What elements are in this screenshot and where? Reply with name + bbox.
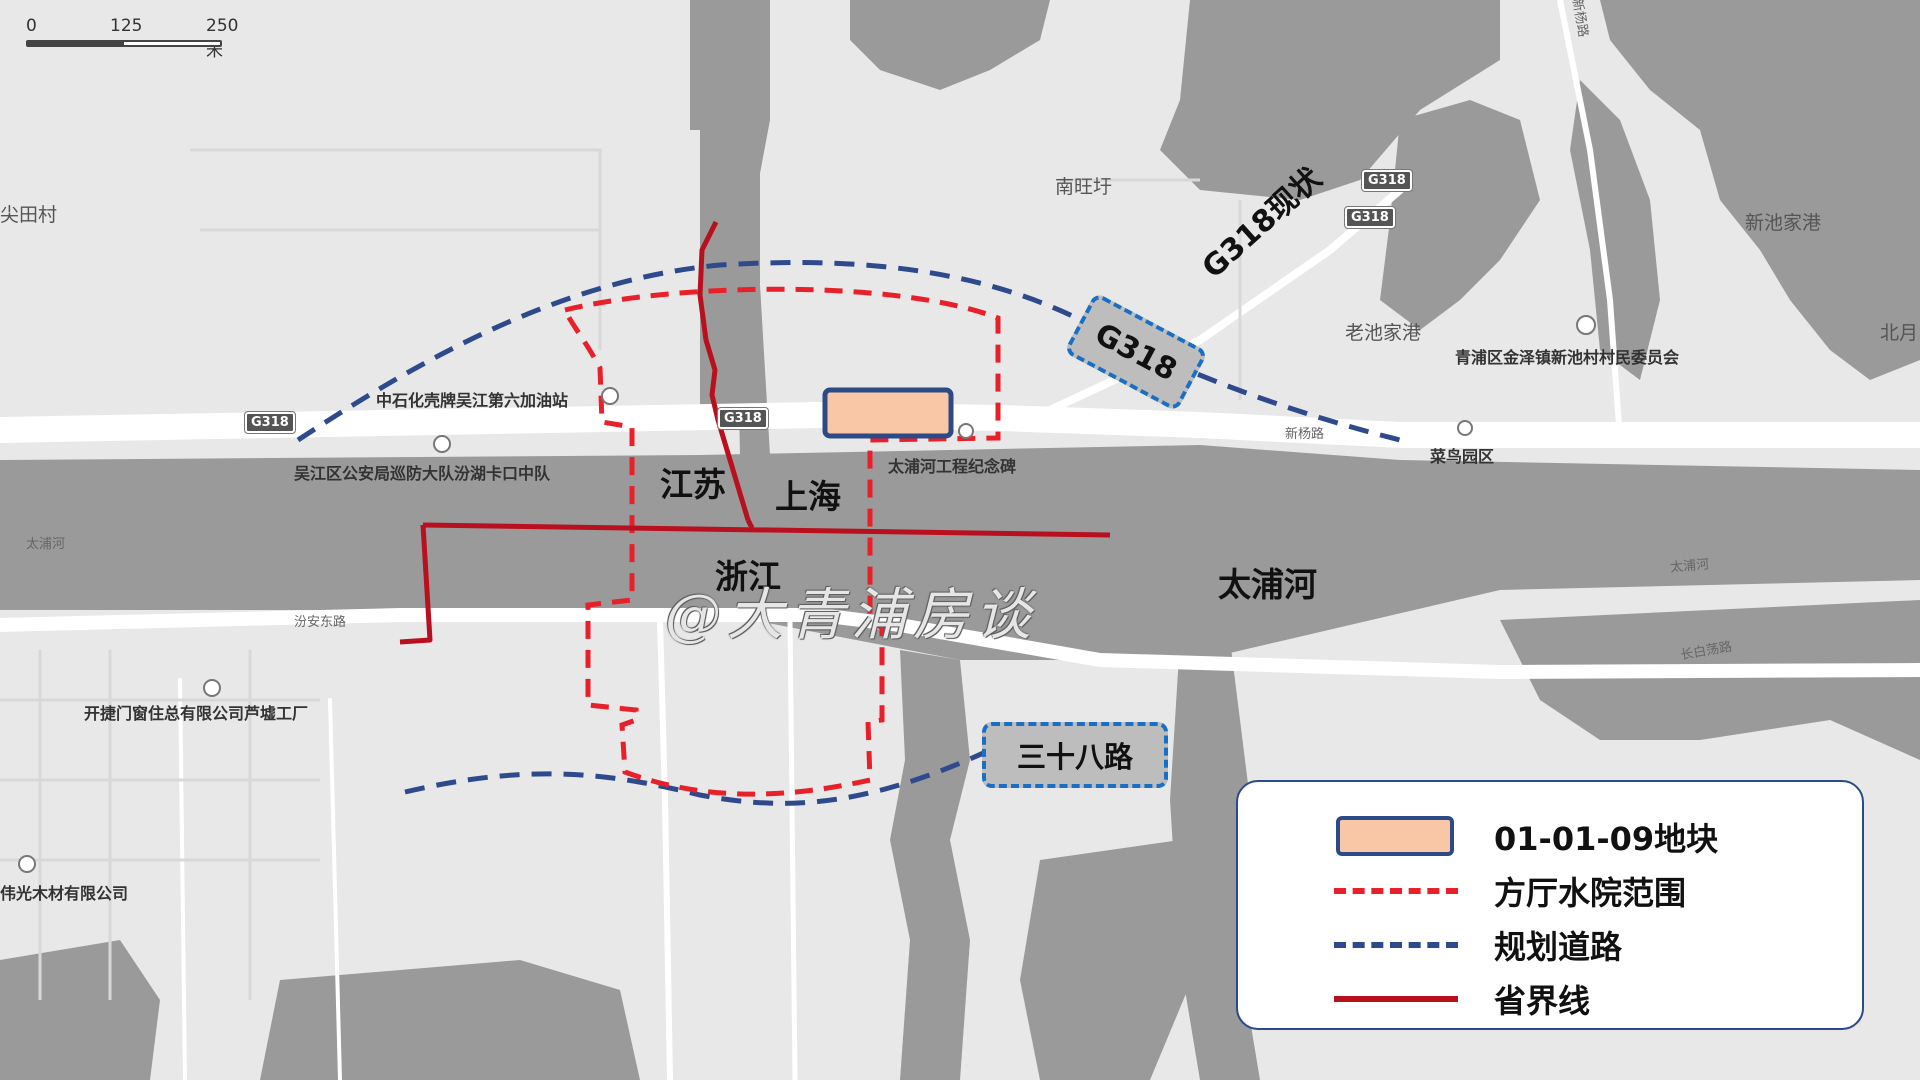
region-taipu-river: 太浦河: [1218, 565, 1317, 604]
shield-g318-center: G318: [717, 407, 769, 430]
border-jiangsu-shanghai: [697, 220, 751, 521]
parcel-01-01-09[interactable]: [822, 387, 954, 439]
legend-symbol-parcel: [1334, 812, 1458, 862]
legend-item-province-border: 省界线: [1334, 974, 1590, 1024]
shield-g318-west: G318: [244, 411, 296, 434]
label-memorial: 太浦河工程纪念碑: [888, 457, 1017, 476]
label-beiyue: 北月: [1880, 322, 1919, 344]
legend-label-scope: 方厅水院范围: [1494, 874, 1687, 912]
scale-bar-graphic: [26, 40, 222, 47]
legend-label-parcel: 01-01-09地块: [1494, 820, 1719, 858]
scale-label-0: 0: [26, 16, 37, 36]
callout-road-38: 三十八路: [982, 722, 1168, 788]
police-icon: [433, 435, 451, 453]
gas-station-icon: [601, 387, 619, 405]
border-west-east: [422, 522, 1111, 538]
planned-road-38: [404, 747, 992, 806]
planned-roads: [296, 260, 1401, 806]
legend-item-parcel: 01-01-09地块: [1334, 812, 1718, 862]
wood-company-icon: [18, 855, 36, 873]
label-kaijie-factory: 开捷门窗住总有限公司芦墟工厂: [84, 704, 309, 723]
legend-label-province-border: 省界线: [1494, 982, 1591, 1020]
planned-road-g318: [296, 260, 1401, 443]
label-taipu-river-west: 太浦河: [26, 537, 66, 552]
memorial-icon: [958, 423, 974, 439]
legend-label-planned-road: 规划道路: [1494, 928, 1623, 966]
scale-label-125: 125: [110, 16, 143, 36]
factory-icon: [203, 679, 221, 697]
label-xinyang-road-2: 新杨路: [1285, 427, 1325, 442]
region-jiangsu: 江苏: [660, 465, 726, 504]
province-border: [399, 220, 1111, 645]
region-zhejiang: 浙江: [715, 557, 781, 596]
caoniao-icon: [1457, 420, 1473, 436]
label-taipu-river-east: 太浦河: [1669, 557, 1710, 576]
shield-g318-ne-2: G318: [1344, 206, 1396, 229]
legend-symbol-planned-road: [1334, 920, 1458, 970]
shield-g318-ne-1: G318: [1361, 169, 1413, 192]
scale-label-250: 250 米: [206, 16, 239, 61]
village-committee-icon: [1576, 315, 1596, 335]
poi-icons: [18, 315, 1596, 873]
minor-streets: [0, 148, 1242, 1000]
label-fenan-road: 汾安东路: [294, 615, 347, 630]
legend-symbol-province-border: [1334, 974, 1458, 1024]
label-gas-station: 中石化壳牌吴江第六加油站: [376, 391, 569, 410]
label-laochijiagang: 老池家港: [1345, 322, 1422, 344]
legend-item-scope: 方厅水院范围: [1334, 866, 1686, 916]
region-shanghai: 上海: [775, 477, 841, 516]
legend-symbol-scope: [1334, 866, 1458, 916]
label-jiantian: 尖田村: [0, 204, 58, 226]
scale-bar: 0 125 250 米: [26, 16, 238, 61]
label-nanwangyu: 南旺圩: [1055, 176, 1113, 198]
label-police: 吴江区公安局巡防大队汾湖卡口中队: [294, 464, 551, 483]
legend-item-planned-road: 规划道路: [1334, 920, 1622, 970]
legend: 01-01-09地块 方厅水院范围 规划道路 省界线: [1236, 780, 1864, 1030]
fangting-scope-boundary: [561, 286, 1001, 797]
label-village-committee: 青浦区金泽镇新池村村民委员会: [1455, 348, 1680, 367]
border-south-jog: [399, 524, 433, 645]
label-weiguang-wood: 伟光木材有限公司: [0, 884, 129, 903]
label-caoniao: 菜鸟园区: [1430, 447, 1495, 466]
watermark-text: @大青浦房谈: [665, 583, 1037, 648]
label-xinchijiagang: 新池家港: [1745, 212, 1822, 234]
